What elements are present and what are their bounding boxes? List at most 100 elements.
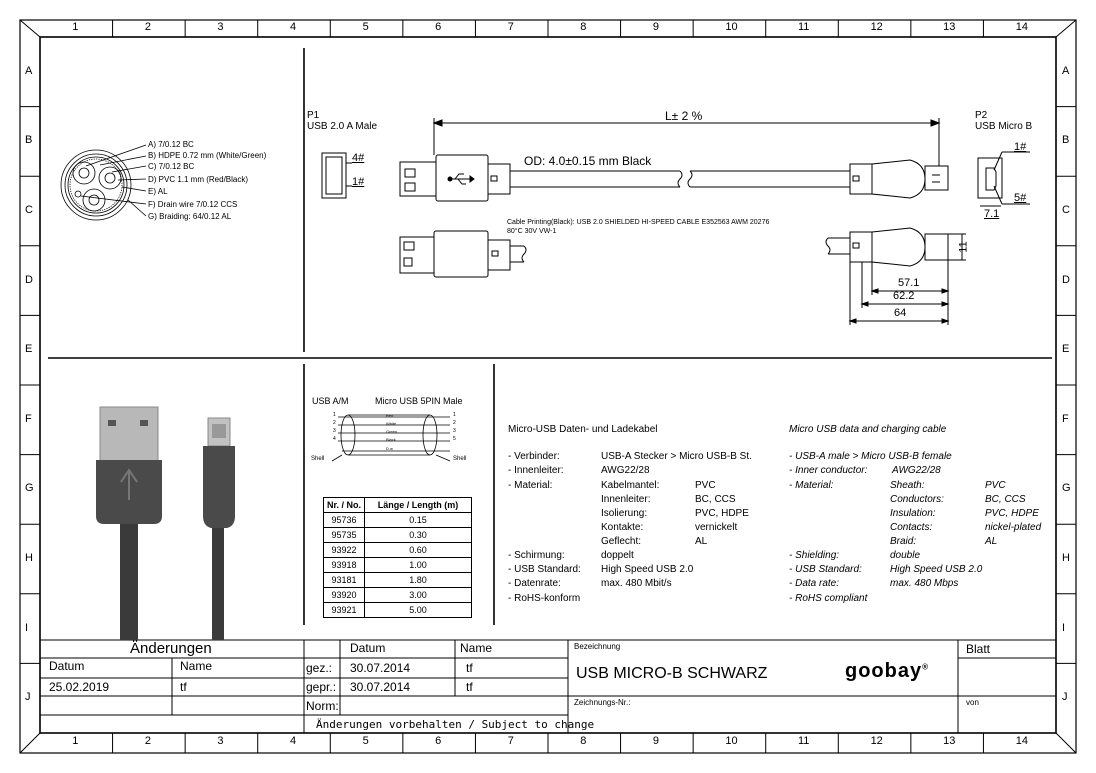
row-marker: D <box>1062 273 1070 286</box>
item-number: 93921 <box>322 602 366 618</box>
item-length: 3.00 <box>364 587 473 603</box>
spec-de-value: High Speed USB 2.0 <box>601 564 694 575</box>
spec-en-key: - USB Standard: <box>789 564 862 575</box>
spec-de-mat-key: Kabelmantel: <box>601 480 660 491</box>
spec-de-key: - Schirmung: <box>508 550 565 561</box>
right-pin-5: 5 <box>453 436 456 442</box>
row-marker: I <box>1062 621 1066 634</box>
header-length: Länge / Length (m) <box>364 497 473 513</box>
spec-de-mat-key: Geflecht: <box>601 536 642 547</box>
column-marker: 11 <box>798 21 810 33</box>
cable-printing-line1: Cable Printing(Black): USB 2.0 SHIELDED … <box>507 219 770 226</box>
cable-photo <box>96 406 235 640</box>
wiring-title-b: Micro USB 5PIN Male <box>375 396 463 406</box>
spec-de-value: doppelt <box>601 550 634 561</box>
usb-a-connector-drawing <box>321 118 949 202</box>
header-nr: Nr. / No. <box>322 497 366 513</box>
left-pin-2: 2 <box>333 420 336 426</box>
spec-de-key: - Datenrate: <box>508 578 561 589</box>
drawn-date: 30.07.2014 <box>350 661 411 675</box>
right-pin-3: 3 <box>453 428 456 434</box>
wire-green: Green <box>386 429 398 434</box>
change-date: 25.02.2019 <box>49 680 110 694</box>
product-name: USB MICRO-B SCHWARZ <box>576 665 768 682</box>
column-marker: 8 <box>580 21 587 33</box>
column-marker: 8 <box>580 735 587 747</box>
left-pin-1: 1 <box>333 412 336 418</box>
micro-b-end-view <box>977 151 1030 207</box>
goobay-logo: goobay® <box>845 660 930 682</box>
item-number: 95736 <box>322 512 366 528</box>
spec-en-value: max. 480 Mbps <box>890 578 959 589</box>
spec-en-mat-key: Conductors: <box>890 494 944 505</box>
approval-date-header: Datum <box>350 641 386 655</box>
row-marker: A <box>25 64 33 77</box>
micro-pin1-label: 1# <box>1014 141 1027 153</box>
wiring-diagram <box>331 414 451 462</box>
micro-b-side-drawing <box>825 227 966 325</box>
column-marker: 2 <box>144 735 151 747</box>
row-marker: E <box>25 343 33 356</box>
column-marker: 11 <box>798 735 810 747</box>
sheet-label: Blatt <box>966 642 991 656</box>
spec-de-mat-key: Innenleiter: <box>601 494 651 505</box>
spec-en-value: High Speed USB 2.0 <box>890 564 983 575</box>
row-marker: H <box>1062 552 1070 564</box>
p1-type: USB 2.0 A Male <box>307 121 378 132</box>
row-marker: H <box>25 552 33 564</box>
spec-en-mat-val: nickel-plated <box>985 522 1042 533</box>
spec-de-key: - Material: <box>508 480 553 491</box>
column-marker: 10 <box>725 735 738 747</box>
item-length: 5.00 <box>364 602 473 618</box>
item-number: 93918 <box>322 557 366 573</box>
checked-date: 30.07.2014 <box>350 680 411 694</box>
length-tolerance: L± 2 % <box>665 109 703 123</box>
right-pin-2: 2 <box>453 420 456 426</box>
layer-f: F) Drain wire 7/0.12 CCS <box>148 200 238 209</box>
dim-57: 57.1 <box>898 277 920 289</box>
wiring-title-a: USB A/M <box>312 396 349 406</box>
row-marker: B <box>25 134 33 147</box>
layer-b: B) HDPE 0.72 mm (White/Green) <box>148 151 267 160</box>
of-label: von <box>966 698 979 707</box>
spec-de-rohs: - RoHS-konform <box>508 593 581 604</box>
spec-de-mat-val: vernickelt <box>695 522 738 533</box>
row-marker: A <box>1062 64 1070 77</box>
spec-de-mat-key: Kontakte: <box>601 522 644 533</box>
norm-label: Norm: <box>306 699 339 713</box>
cable-printing-line2: 80°C 30V VW-1 <box>507 228 557 235</box>
designation-label: Bezeichnung <box>574 642 621 651</box>
item-number: 93922 <box>322 542 366 558</box>
micro-width-dim: 7.1 <box>984 208 1000 220</box>
row-marker: D <box>25 273 33 286</box>
spec-en-key: - Data rate: <box>789 578 840 589</box>
shell-right: Shell <box>453 456 467 462</box>
layer-d: D) PVC 1.1 mm (Red/Black) <box>148 175 249 184</box>
spec-en-mat-key: Braid: <box>890 536 917 547</box>
row-marker: C <box>1062 204 1070 216</box>
spec-en-key: - Material: <box>789 480 834 491</box>
column-marker: 13 <box>943 735 956 747</box>
spec-de-title: Micro-USB Daten- und Ladekabel <box>508 424 658 435</box>
spec-de-mat-val: PVC <box>695 480 716 491</box>
column-marker: 14 <box>1015 735 1028 747</box>
column-marker: 3 <box>217 21 224 33</box>
column-marker: 6 <box>435 21 442 33</box>
layer-e: E) AL <box>148 187 168 196</box>
spec-en-key: - Shielding: <box>789 550 840 561</box>
column-marker: 3 <box>217 735 224 747</box>
spec-de-mat-val: AL <box>695 536 708 547</box>
row-marker: E <box>1062 343 1070 356</box>
shell-left: Shell <box>311 456 325 462</box>
column-marker: 6 <box>435 735 442 747</box>
item-number: 93920 <box>322 587 366 603</box>
left-pin-4: 4 <box>333 436 336 442</box>
column-marker: 7 <box>507 735 514 747</box>
spec-en-title: Micro USB data and charging cable <box>789 424 947 435</box>
p2-type: USB Micro B <box>975 121 1033 132</box>
